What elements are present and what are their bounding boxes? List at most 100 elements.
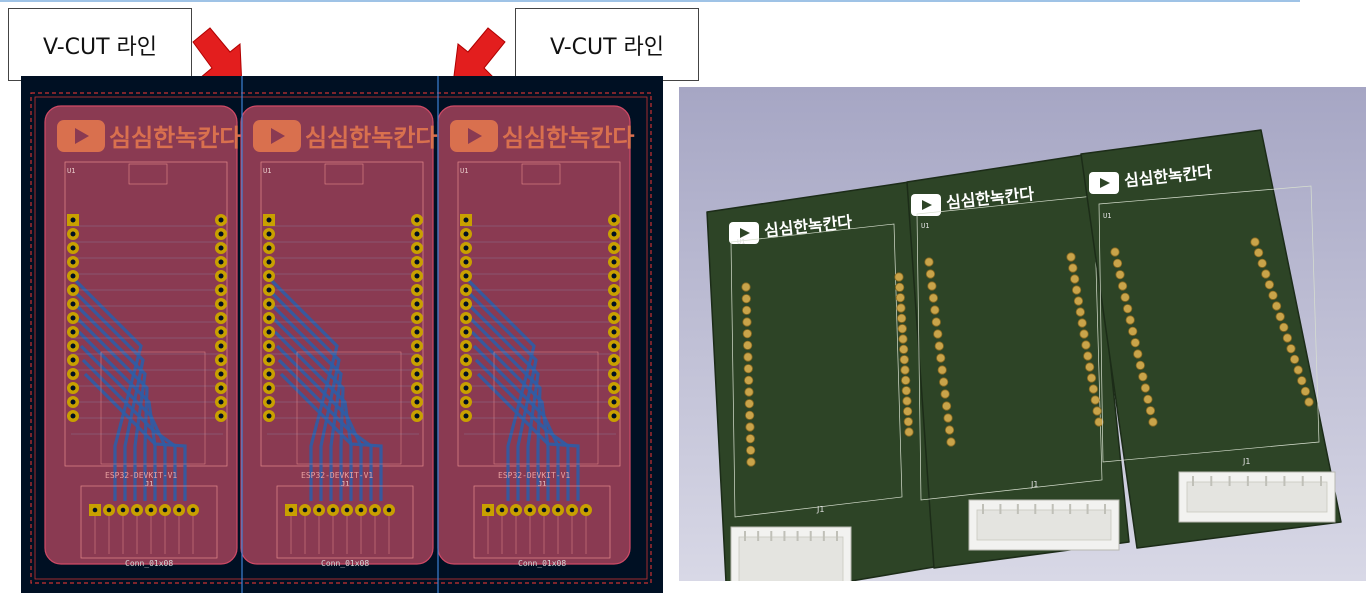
connector-outline <box>473 485 611 559</box>
conn-label: Conn_01x08 <box>125 559 173 568</box>
drill-hole <box>266 315 272 321</box>
drill-hole <box>583 507 589 513</box>
pad <box>898 334 908 344</box>
ref-j1: J1 <box>1030 480 1038 489</box>
drill-hole <box>70 287 76 293</box>
logo-text: 심심한녹칸다 <box>305 124 437 152</box>
back-copper-trace <box>83 372 187 501</box>
drill-hole <box>266 343 272 349</box>
drill-hole <box>414 385 420 391</box>
connector-cavity <box>738 536 844 581</box>
pcb-canvas[interactable]: 심심한녹칸다U1ESP32-DEVKIT-V1J1Conn_01x08심심한녹칸… <box>21 76 663 593</box>
pad <box>1110 247 1120 257</box>
pad <box>940 389 950 399</box>
pad <box>1083 351 1093 361</box>
back-copper-trace <box>75 316 149 501</box>
back-copper-trace <box>271 316 345 501</box>
drill-hole <box>611 343 617 349</box>
pad <box>895 282 905 292</box>
drill-hole <box>218 343 224 349</box>
pad <box>946 437 956 447</box>
pad <box>742 329 752 339</box>
drill-hole <box>266 287 272 293</box>
drill-hole <box>611 315 617 321</box>
play-icon <box>271 128 285 144</box>
drill-hole <box>302 507 308 513</box>
pad <box>1282 333 1293 343</box>
back-copper-trace <box>79 344 167 501</box>
play-icon <box>75 128 89 144</box>
drill-hole <box>218 287 224 293</box>
pad <box>1068 263 1078 273</box>
drill-hole <box>92 507 98 513</box>
pad <box>1070 274 1080 284</box>
pad <box>924 257 934 267</box>
drill-hole <box>414 273 420 279</box>
conn-label: Conn_01x08 <box>518 559 566 568</box>
drill-hole <box>218 217 224 223</box>
back-copper-trace <box>277 358 373 501</box>
drill-hole <box>266 385 272 391</box>
drill-hole <box>218 413 224 419</box>
pad <box>744 387 754 397</box>
drill-hole <box>414 259 420 265</box>
drill-hole <box>70 315 76 321</box>
drill-hole <box>414 343 420 349</box>
vcut-callout-right-text: V-CUT 라인 <box>549 34 665 60</box>
drill-hole <box>414 357 420 363</box>
drill-hole <box>463 385 469 391</box>
drill-hole <box>266 273 272 279</box>
drill-hole <box>266 301 272 307</box>
pad <box>1117 281 1128 291</box>
play-icon <box>922 200 932 210</box>
drill-hole <box>463 357 469 363</box>
drill-hole <box>106 507 112 513</box>
pad <box>1257 258 1267 268</box>
pad <box>894 272 904 282</box>
pad <box>1148 417 1158 427</box>
drill-hole <box>485 507 491 513</box>
module-label: ESP32-DEVKIT-V1 <box>301 471 373 480</box>
pad <box>1253 248 1264 258</box>
ref-u1: U1 <box>263 167 271 175</box>
back-copper-trace <box>466 302 540 501</box>
pad <box>1145 406 1156 416</box>
drill-hole <box>463 343 469 349</box>
pad <box>1130 338 1140 348</box>
pad <box>897 324 907 334</box>
pad <box>901 386 911 396</box>
pad <box>899 355 909 365</box>
drill-hole <box>218 399 224 405</box>
back-copper-trace <box>470 330 550 501</box>
pad <box>1250 237 1260 247</box>
logo-text: 심심한녹칸다 <box>109 124 241 152</box>
pad <box>1264 280 1275 290</box>
drill-hole <box>414 413 420 419</box>
pad <box>1090 395 1100 405</box>
board-courtyard-outline <box>34 96 648 580</box>
drill-hole <box>190 507 196 513</box>
drill-hole <box>555 507 561 513</box>
pad <box>1143 394 1153 404</box>
module-outline <box>916 195 1103 501</box>
drill-hole <box>70 385 76 391</box>
drill-hole <box>463 399 469 405</box>
pad <box>934 341 944 351</box>
play-icon <box>1100 178 1110 188</box>
drill-hole <box>463 413 469 419</box>
pad <box>1304 397 1314 407</box>
pad <box>746 457 756 467</box>
pad <box>927 281 937 291</box>
vcut-callout-left-text: V-CUT 라인 <box>42 34 158 60</box>
back-copper-trace <box>279 372 383 501</box>
pad <box>1075 307 1085 317</box>
conn-label: Conn_01x08 <box>321 559 369 568</box>
pad <box>1275 312 1285 322</box>
pad <box>936 353 946 363</box>
